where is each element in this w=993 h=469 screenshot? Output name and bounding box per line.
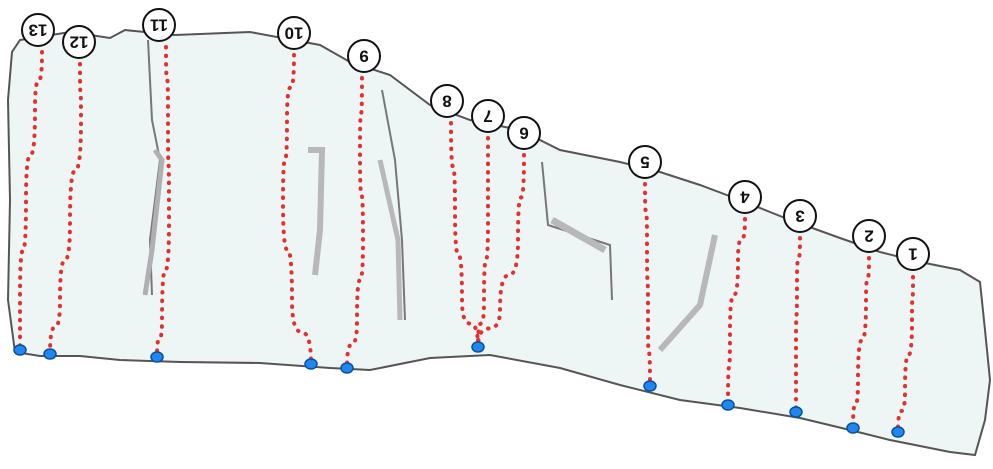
overhang-shadow <box>550 216 607 254</box>
route-number: 10 <box>285 24 304 43</box>
routes-layer <box>18 45 915 434</box>
route-start-anchor-2 <box>846 422 860 434</box>
route-label-2[interactable]: 2 <box>852 219 886 253</box>
route-number: 6 <box>519 124 528 143</box>
route-label-10[interactable]: 10 <box>277 16 311 50</box>
route-label-circle <box>728 180 762 214</box>
crack-left-shadow <box>142 148 165 296</box>
route-line-2 <box>851 256 871 430</box>
route-label-6[interactable]: 6 <box>507 116 541 150</box>
route-number: 1 <box>908 245 917 264</box>
route-number: 13 <box>29 21 48 40</box>
route-label-circle <box>277 16 311 50</box>
route-number: 4 <box>740 188 750 207</box>
route-label-circle <box>507 116 541 150</box>
route-label-1[interactable]: 1 <box>896 237 930 271</box>
route-number: 3 <box>795 207 804 226</box>
arete-right-9-shadow <box>377 159 403 321</box>
route-start-anchor-12 <box>43 348 57 360</box>
route-label-circle <box>62 25 96 59</box>
route-number: 11 <box>150 16 168 35</box>
route-start-anchor-9 <box>340 362 354 374</box>
route-number: 7 <box>483 107 492 126</box>
route-label-circle <box>783 199 817 233</box>
route-line-13 <box>18 50 44 352</box>
route-line-1 <box>896 275 915 434</box>
route-label-circle <box>347 39 381 73</box>
route-label-circle <box>852 219 886 253</box>
route-label-11[interactable]: 11 <box>142 8 176 42</box>
route-label-5[interactable]: 5 <box>628 145 662 179</box>
route-start-anchor-13 <box>13 344 27 356</box>
route-number: 8 <box>442 92 451 111</box>
route-line-5 <box>643 182 652 388</box>
route-label-7[interactable]: 7 <box>471 99 505 133</box>
arete-right-9 <box>381 89 406 321</box>
route-start-anchor-10 <box>304 358 318 370</box>
route-line-7 <box>476 136 490 349</box>
route-label-8[interactable]: 8 <box>430 84 464 118</box>
route-label-circle <box>896 237 930 271</box>
route-label-12[interactable]: 12 <box>62 25 96 59</box>
route-start-anchor-3 <box>789 406 803 418</box>
route-label-4[interactable]: 4 <box>728 180 762 214</box>
rock-features <box>142 39 718 352</box>
route-label-circle <box>628 145 662 179</box>
route-line-12 <box>48 62 84 356</box>
route-start-anchor-11 <box>150 351 164 363</box>
route-line-8 <box>449 121 480 349</box>
route-label-9[interactable]: 9 <box>347 39 381 73</box>
route-start-anchor-6 <box>471 341 485 353</box>
route-line-9 <box>345 76 366 370</box>
route-number: 9 <box>359 47 368 66</box>
route-start-anchor-5 <box>643 380 657 392</box>
route-line-11 <box>155 45 172 359</box>
slab-edge <box>657 234 718 352</box>
route-label-circle <box>430 84 464 118</box>
route-line-4 <box>726 217 747 407</box>
route-label-3[interactable]: 3 <box>783 199 817 233</box>
route-label-circle <box>471 99 505 133</box>
route-number: 12 <box>70 33 89 52</box>
route-label-13[interactable]: 13 <box>21 13 55 47</box>
route-label-circle <box>21 13 55 47</box>
route-line-6 <box>476 153 526 349</box>
route-number: 5 <box>640 153 649 172</box>
route-label-circle <box>142 8 176 42</box>
route-start-anchor-4 <box>721 399 735 411</box>
route-start-anchor-1 <box>891 426 905 438</box>
route-line-3 <box>794 236 802 414</box>
dihedral-center <box>308 147 326 276</box>
anchors-layer <box>13 341 905 438</box>
route-number: 2 <box>864 227 873 246</box>
